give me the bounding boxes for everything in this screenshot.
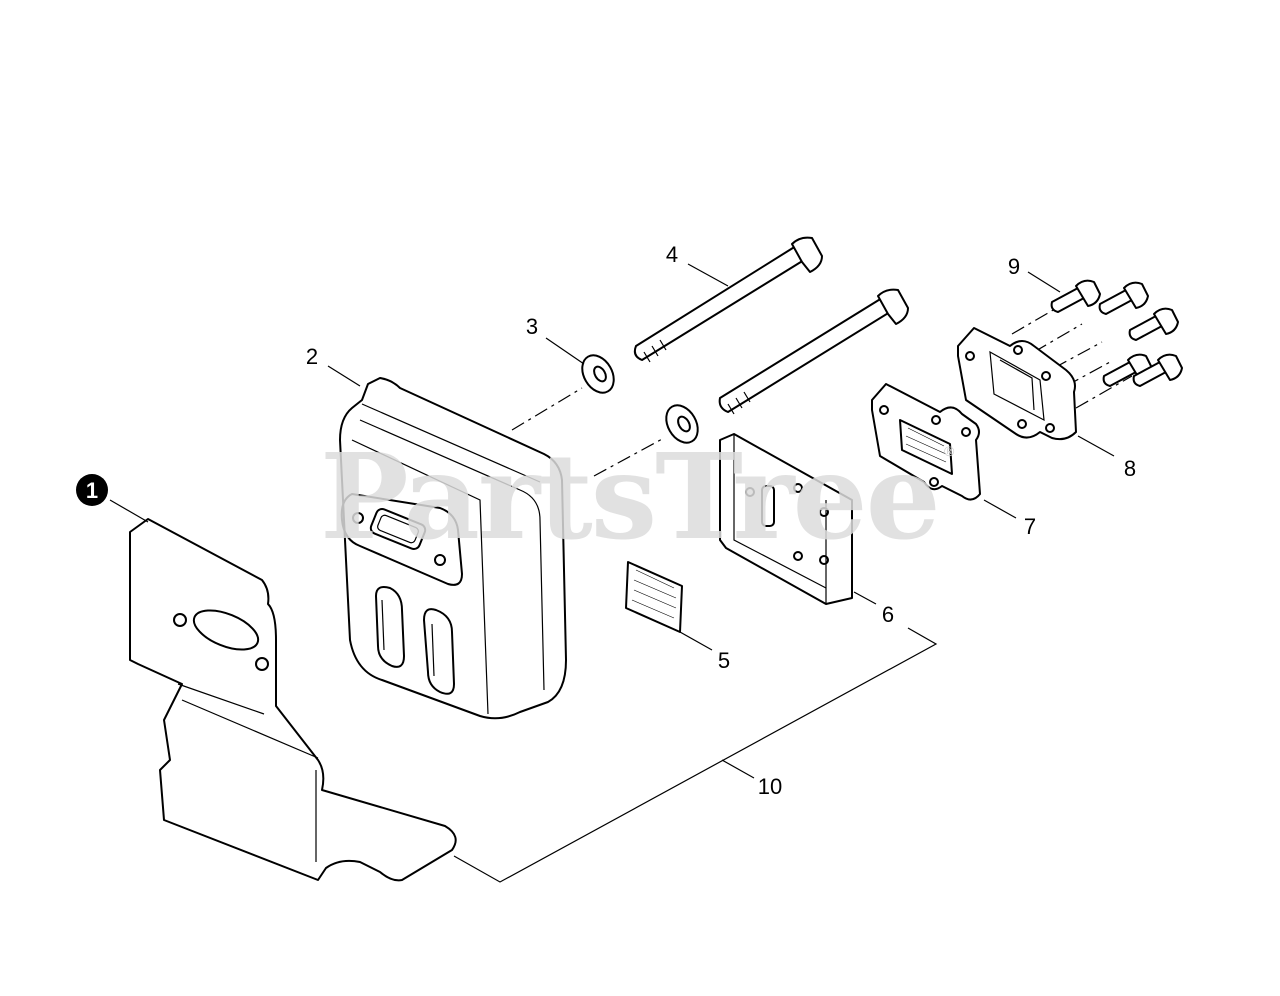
callout-7-label: 7 <box>1024 514 1036 539</box>
part-1-heat-shield <box>129 518 457 882</box>
part-2-muffler <box>339 377 567 720</box>
callout-8-label: 8 <box>1124 456 1136 481</box>
callout-3-label: 3 <box>526 314 538 339</box>
part-4-long-bolts <box>633 236 909 415</box>
part-6-bracket <box>719 433 853 605</box>
kit-bracket-10 <box>453 627 938 883</box>
leader-lines <box>109 263 1115 779</box>
callout-9-label: 9 <box>1008 254 1020 279</box>
part-7-gasket <box>871 383 981 501</box>
callout-1-badge: 1 <box>76 474 108 506</box>
part-8-cover <box>957 327 1077 441</box>
callout-4-label: 4 <box>666 242 678 267</box>
part-5-screen <box>625 561 683 633</box>
callout-6-label: 6 <box>882 602 894 627</box>
callout-10-label: 10 <box>758 774 782 799</box>
callout-2-label: 2 <box>306 344 318 369</box>
callout-1-circle <box>76 474 108 506</box>
part-9-screws <box>1050 279 1183 387</box>
callout-1-label: 1 <box>86 478 98 503</box>
callout-5-label: 5 <box>718 648 730 673</box>
watermark-text: PartsTree <box>320 427 939 566</box>
watermark-registered-mark: ® <box>944 443 955 459</box>
part-3-washers <box>581 354 699 444</box>
